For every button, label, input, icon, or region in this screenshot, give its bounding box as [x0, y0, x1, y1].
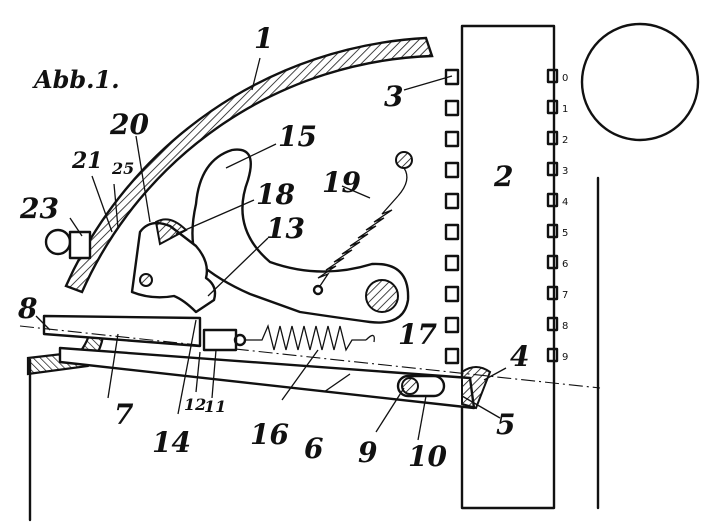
label-9: 9 — [358, 436, 377, 469]
left-notch — [444, 68, 460, 86]
label-13: 13 — [266, 212, 305, 245]
graduated-bar-2 — [444, 24, 559, 510]
center-line — [19, 325, 601, 389]
label-17: 17 — [398, 318, 437, 351]
label-4: 4 — [510, 340, 529, 373]
scale-mark: 7 — [562, 290, 568, 301]
leader-lines — [35, 57, 507, 441]
scale-mark: 2 — [562, 135, 568, 146]
spring-19-hook-line — [397, 167, 408, 197]
label-20: 20 — [109, 108, 149, 141]
left-notch — [444, 130, 460, 148]
scale-mark: 8 — [562, 321, 568, 332]
scale-mark: 3 — [562, 166, 568, 177]
pivot-pin — [139, 273, 153, 287]
left-notch — [444, 192, 460, 210]
scale-mark: 0 — [562, 73, 568, 84]
left-notch — [444, 99, 460, 117]
knob-23 — [44, 228, 72, 256]
label-18: 18 — [256, 178, 295, 211]
left-notch — [444, 223, 460, 241]
pin-10 — [401, 377, 419, 395]
spring-seat-11 — [202, 328, 238, 352]
scale-mark: 9 — [562, 352, 568, 363]
arm-7 — [42, 314, 202, 348]
label-8: 8 — [17, 292, 37, 325]
housing — [28, 176, 600, 522]
scale-mark: 5 — [562, 228, 568, 239]
scale-mark: 4 — [562, 197, 568, 208]
left-notch — [444, 254, 460, 272]
label-19: 19 — [322, 166, 361, 199]
spring-16 — [246, 323, 366, 352]
label-5: 5 — [496, 408, 515, 441]
round-dial — [580, 22, 700, 142]
left-notch — [444, 316, 460, 334]
spring-hook-19 — [395, 151, 413, 169]
label-10: 10 — [408, 440, 447, 473]
right-notch — [546, 316, 559, 332]
right-notch — [546, 99, 559, 115]
left-notch — [444, 285, 460, 303]
pin-11 — [233, 333, 247, 347]
figure-title: Abb.1. — [32, 65, 120, 94]
arc-part-1 — [64, 36, 434, 294]
pivot-17 — [365, 279, 399, 313]
right-notch — [546, 161, 559, 177]
spring-19 — [317, 195, 399, 287]
label-23: 23 — [19, 192, 59, 225]
label-11: 11 — [204, 397, 226, 416]
label-12: 12 — [184, 395, 206, 414]
label-21: 21 — [71, 148, 103, 174]
spring-anchor — [312, 284, 324, 296]
scale-mark: 6 — [562, 259, 568, 270]
spring-16-hook — [365, 334, 375, 343]
left-notch — [444, 161, 460, 179]
label-15: 15 — [278, 120, 317, 153]
right-notch — [546, 68, 559, 84]
scale-mark: 1 — [562, 104, 568, 115]
right-notch — [546, 254, 559, 270]
right-notch — [546, 192, 559, 208]
label-16: 16 — [250, 418, 289, 451]
label-1: 1 — [254, 22, 273, 55]
right-notch — [546, 130, 559, 146]
label-2: 2 — [493, 160, 513, 193]
label-25: 25 — [111, 159, 134, 178]
right-notch — [546, 285, 559, 301]
label-6: 6 — [304, 432, 323, 465]
right-notch — [546, 223, 559, 239]
label-3: 3 — [384, 80, 403, 113]
right-notch — [546, 347, 559, 363]
left-notch — [444, 347, 460, 365]
plate-23 — [68, 230, 92, 260]
cam-lever-15 — [191, 148, 410, 324]
label-14: 14 — [152, 426, 191, 459]
tip-4 — [461, 366, 492, 410]
label-7: 7 — [114, 398, 134, 431]
